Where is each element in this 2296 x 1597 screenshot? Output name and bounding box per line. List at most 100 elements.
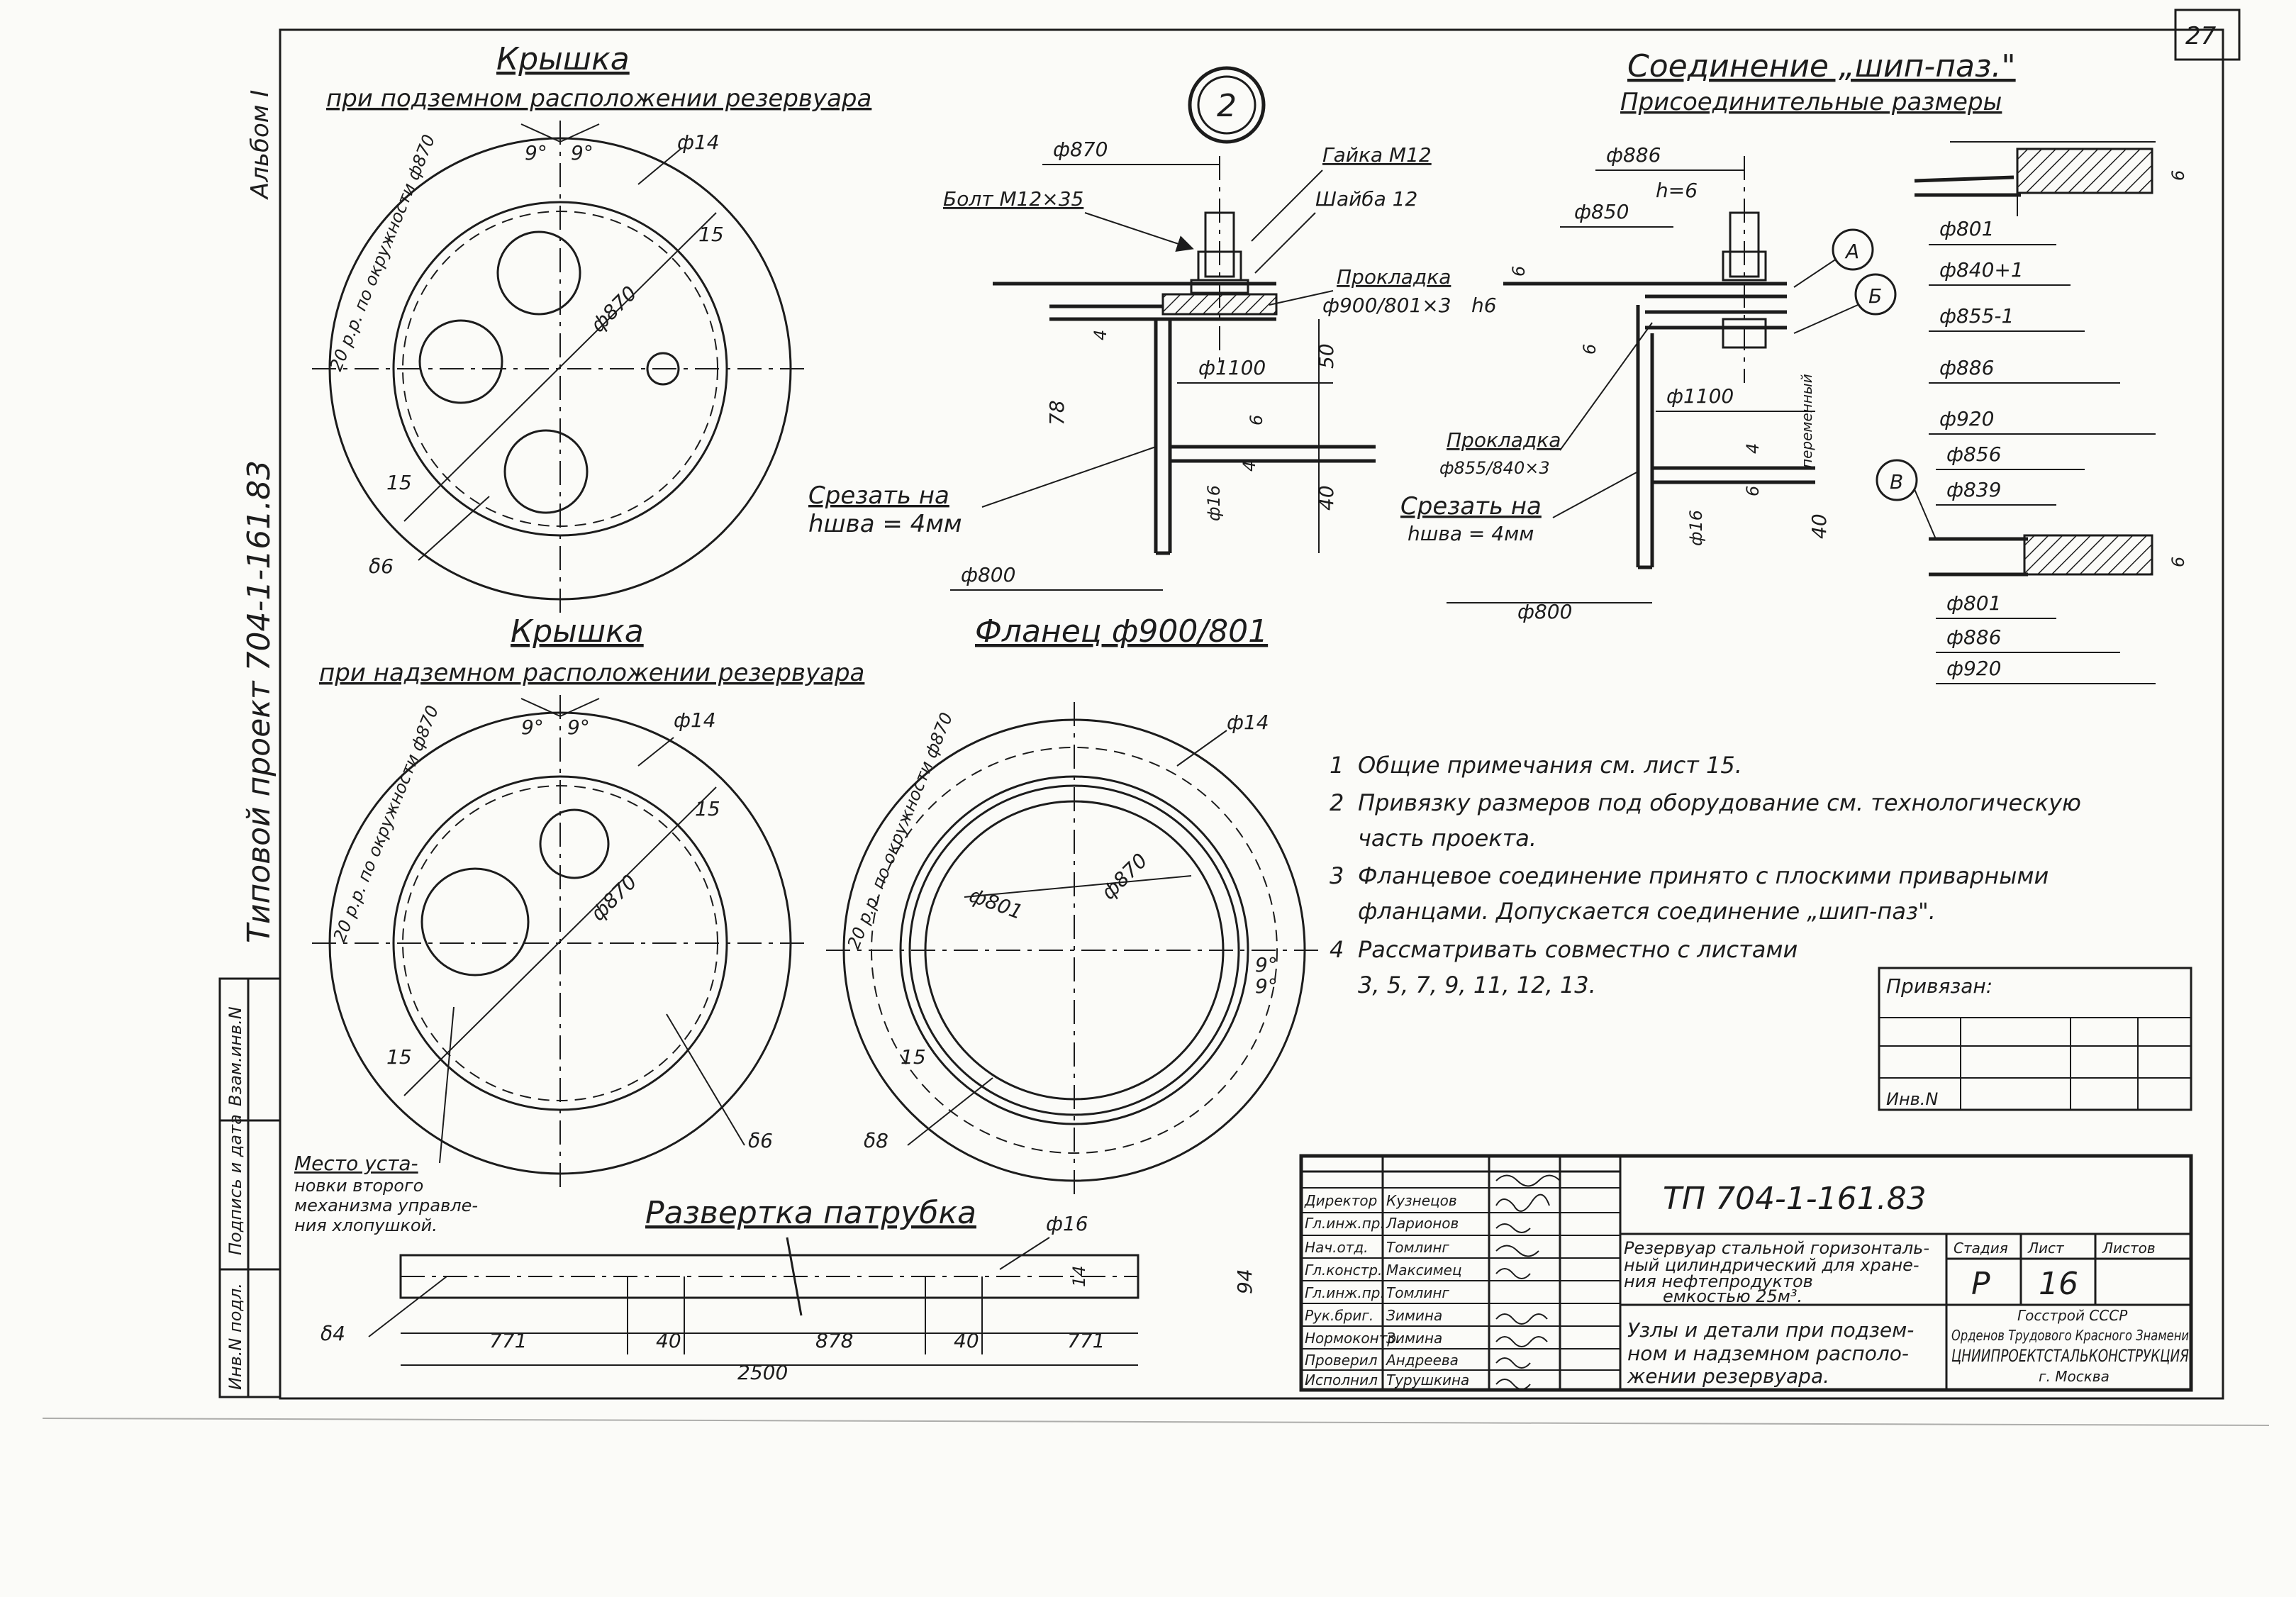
- side-project: Типовой проект 704-1-161.83: [241, 460, 277, 943]
- cover-aboveground-ang1: 9°: [521, 716, 544, 739]
- cover-aboveground-ang2: 9°: [567, 716, 590, 739]
- cover-underground-ang2: 9°: [571, 141, 593, 165]
- tb-role-7: Нормоконтр.: [1305, 1330, 1400, 1347]
- note-4-line-2: 3, 5, 7, 9, 11, 12, 13.: [1358, 972, 1596, 998]
- binding-table: Привязан: Инв.N: [1878, 967, 2192, 1111]
- section-left-dim-2: 78: [1045, 400, 1069, 425]
- tb-role-4: Гл.констр.: [1305, 1262, 1382, 1279]
- section-right-gasket-1: Прокладка: [1447, 428, 1561, 452]
- cover-aboveground-subtitle: при надземном расположении резервуара: [319, 659, 864, 687]
- section-right: Соединение „шип-паз." Присоединительные …: [1400, 48, 2188, 684]
- side-stamp: Альбом I Типовой проект 704-1-161.83 Вза…: [218, 90, 282, 1398]
- nozzle-h14: 14: [1069, 1265, 1089, 1287]
- nozzle-dim-3: 878: [815, 1329, 853, 1352]
- section-left-washer: Шайба 12: [1315, 187, 1417, 211]
- cover-aboveground-n15a: 15: [695, 797, 720, 820]
- tb-name-1: Кузнецов: [1386, 1192, 1457, 1209]
- tb-stage-label: Стадия: [1954, 1240, 2008, 1257]
- side-stamp-1: Взам.инв.N: [225, 1006, 245, 1106]
- section-left-cut-2: hшва = 4мм: [808, 510, 962, 538]
- tb-role-2: Гл.инж.пр.: [1305, 1215, 1385, 1232]
- flange-title: Фланец ф900/801: [975, 613, 1268, 650]
- section-left-dim-6: 40: [1315, 485, 1338, 511]
- section-right-d850: ф850: [1574, 200, 1629, 223]
- tb-object-1: Резервуар стальной горизонталь-: [1624, 1238, 1929, 1258]
- detail-marker-number: 2: [1217, 88, 1237, 124]
- album-label: Альбом I: [246, 90, 274, 200]
- binding-label: Привязан:: [1886, 974, 1993, 998]
- section-right-d886: ф886: [1606, 143, 1661, 167]
- tb-name-9: Турушкина: [1386, 1371, 1469, 1389]
- cover-underground-title: Крышка: [496, 41, 630, 77]
- cover-underground-d14: ф14: [677, 130, 720, 154]
- side-stamp-3: Инв.N подл.: [225, 1283, 245, 1390]
- det-a-3: ф855-1: [1939, 304, 2014, 328]
- tb-org-1: Госстрой СССР: [2017, 1307, 2128, 1324]
- bubble-v: [1876, 459, 1918, 501]
- tb-object-4: емкостью 25м³.: [1663, 1286, 1802, 1306]
- nozzle-thk: δ4: [321, 1322, 345, 1345]
- bubble-a-label: А: [1844, 240, 1859, 263]
- section-left-dim-5: 4: [1239, 461, 1259, 472]
- note-2-line-2: часть проекта.: [1358, 825, 1537, 852]
- tb-name-8: Андреева: [1385, 1352, 1459, 1369]
- place-note-1: Место уста-: [294, 1152, 418, 1175]
- section-right-dim-3: 4: [1743, 443, 1763, 454]
- nozzle-dim-4: 40: [954, 1329, 979, 1352]
- cover-underground-ang1: 9°: [525, 141, 547, 165]
- section-left-gasket-1: Прокладка: [1337, 265, 1451, 289]
- note-4-line-1: Рассматривать совместно с листами: [1358, 936, 1798, 963]
- det-a-1: ф801: [1939, 217, 1994, 240]
- tb-name-7: Зимина: [1386, 1330, 1442, 1347]
- flange-thk: δ8: [864, 1129, 888, 1152]
- tb-sheet-title-3: жении резервуара.: [1627, 1364, 1829, 1388]
- tb-role-3: Нач.отд.: [1305, 1239, 1369, 1256]
- bubble-v-label: В: [1890, 470, 1903, 494]
- section-left-dim-4: 6: [1247, 415, 1266, 425]
- section-left-d1100: ф1100: [1198, 356, 1266, 379]
- note-1-num: 1: [1330, 752, 1344, 779]
- nozzle-development: Развертка патрубка ф16 δ4 94 14 771 40 8…: [321, 1195, 1256, 1384]
- section-left-nut: Гайка М12: [1322, 143, 1432, 167]
- notes: 1 Общие примечания см. лист 15. 2 Привяз…: [1330, 752, 2081, 998]
- tb-org-4: г. Москва: [2039, 1368, 2110, 1385]
- tb-name-5: Томлинг: [1386, 1284, 1449, 1301]
- tb-stage: Р: [1971, 1266, 1990, 1302]
- place-note-3: механизма управле-: [294, 1196, 478, 1215]
- det-a-4: ф886: [1939, 356, 1994, 379]
- tb-role-6: Рук.бриг.: [1305, 1307, 1373, 1324]
- tb-role-5: Гл.инж.пр.: [1305, 1284, 1385, 1301]
- title-block: ТП 704-1-161.83 Директор Кузнецов Гл.инж…: [1299, 1154, 2193, 1392]
- tb-sheet-label: Лист: [2027, 1240, 2065, 1257]
- tb-code: ТП 704-1-161.83: [1663, 1181, 1927, 1217]
- nozzle-title: Развертка патрубка: [645, 1195, 976, 1231]
- section-right-subtitle: Присоединительные размеры: [1620, 88, 2002, 116]
- section-right-title: Соединение „шип-паз.": [1627, 48, 2016, 84]
- section-right-dim-5: 40: [1807, 513, 1831, 539]
- section-right-d1100: ф1100: [1666, 384, 1734, 408]
- flange-n15: 15: [901, 1045, 926, 1069]
- section-left-d870: ф870: [1053, 138, 1108, 161]
- nozzle-dim-1: 771: [489, 1329, 527, 1352]
- det-b-2: ф839: [1946, 478, 2001, 501]
- section-right-cut-1: Срезать на: [1400, 492, 1542, 521]
- section-right-cut-2: hшва = 4мм: [1408, 522, 1534, 545]
- note-2-num: 2: [1330, 789, 1344, 816]
- det-b-1: ф856: [1946, 443, 2001, 466]
- cover-underground-n15b: 15: [386, 471, 412, 494]
- section-left-dim-3: 50: [1315, 343, 1338, 369]
- tb-sheet-title-2: ном и надземном располо-: [1627, 1342, 1909, 1365]
- det-b-5: ф920: [1946, 657, 2001, 680]
- tb-org-2: Орденов Трудового Красного Знамени: [1951, 1327, 2189, 1344]
- flange-ang2: 9°: [1255, 974, 1278, 998]
- section-left-d800: ф800: [961, 563, 1015, 586]
- cover-aboveground-d14: ф14: [674, 708, 716, 732]
- det-b-3: ф801: [1946, 591, 2001, 615]
- bubble-b-label: Б: [1868, 284, 1882, 308]
- flange-ang1: 9°: [1255, 953, 1278, 976]
- section-right-dim-4: 6: [1743, 486, 1763, 496]
- nozzle-dim-5: 771: [1067, 1329, 1105, 1352]
- nozzle-total: 2500: [737, 1361, 788, 1384]
- tb-name-6: Зимина: [1386, 1307, 1442, 1324]
